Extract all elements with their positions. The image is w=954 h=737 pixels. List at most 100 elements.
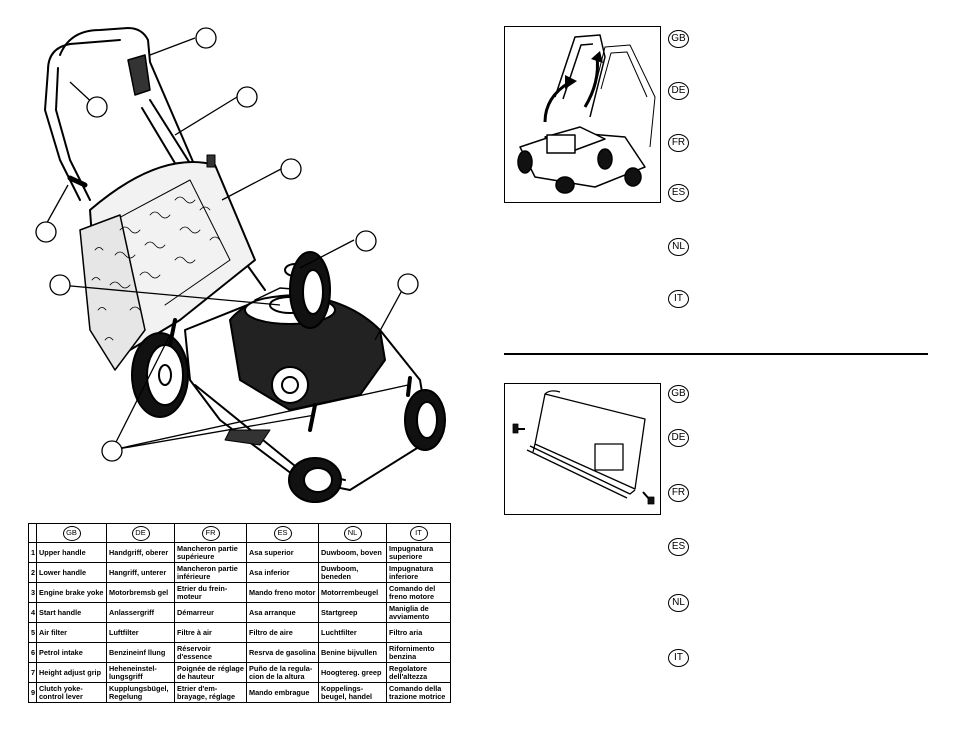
language-badge: FR (668, 484, 689, 502)
table-cell: Hangriff, unterer (106, 562, 175, 583)
table-cell: Motorbremsb gel (106, 582, 175, 603)
fold-handle-drawing (517, 34, 656, 194)
table-cell: Resrva de gasolina (246, 642, 319, 663)
rear-left-wheel (131, 332, 189, 418)
row-number: 9 (28, 682, 37, 703)
table-row: 6 Petrol intake Benzineinf llung Réservo… (28, 642, 451, 663)
table-cell: Impugnatura inferiore (386, 562, 451, 583)
table-cell: Filtro aria (386, 622, 451, 643)
callout-circle (49, 274, 71, 296)
table-cell: Benzineinf llung (106, 642, 175, 663)
table-cell: Lower handle (36, 562, 107, 583)
table-cell: Benine bijvullen (318, 642, 387, 663)
table-cell: Koppelings-beugel, handel (318, 682, 387, 703)
table-row: 2 Lower handle Hangriff, unterer Mancher… (28, 562, 451, 583)
rear-right-wheel (289, 251, 331, 329)
table-cell: Luchtfilter (318, 622, 387, 643)
table-cell: Engine brake yoke (36, 582, 107, 603)
table-cell: Start handle (36, 602, 107, 623)
language-badge: FR (668, 134, 689, 152)
table-cell: Handgriff, oberer (106, 542, 175, 563)
table-cell: Filtro de aire (246, 622, 319, 643)
table-cell: Impugnatura superiore (386, 542, 451, 563)
lawn-mower-illustration (35, 27, 446, 503)
language-badge: GB (668, 30, 689, 48)
table-cell: Asa arranque (246, 602, 319, 623)
callout-circle (355, 230, 377, 252)
callout-circle (101, 440, 123, 462)
table-cell: Comando del freno motore (386, 582, 451, 603)
table-cell: Mancheron partie inférieure (174, 562, 247, 583)
table-cell: Duwboom, beneden (318, 562, 387, 583)
table-cell: Regolatore dell'altezza (386, 662, 451, 683)
row-number: 6 (28, 642, 37, 663)
row-number: 2 (28, 562, 37, 583)
upper-handle (59, 27, 231, 211)
table-cell: Motorrembeugel (318, 582, 387, 603)
language-badge: NL (668, 238, 689, 256)
language-badge: NL (343, 525, 362, 541)
table-cell: Asa inferior (246, 562, 319, 583)
front-right-wheel (404, 389, 446, 451)
table-row: 4 Start handle Anlassergriff Démarreur A… (28, 602, 451, 623)
callout-circle (195, 27, 217, 49)
table-cell: Luftfilter (106, 622, 175, 643)
row-number: 7 (28, 662, 37, 683)
table-cell: Mando embrague (246, 682, 319, 703)
table-header-row: GB DE FR ES NL IT (28, 523, 451, 543)
table-cell: Clutch yoke-control lever (36, 682, 107, 703)
table-row: 7 Height adjust grip Heheneinstel-lungsg… (28, 662, 451, 683)
language-badge: DE (668, 429, 689, 447)
table-cell: Startgreep (318, 602, 387, 623)
table-cell: Mando freno motor (246, 582, 319, 603)
table-row: 1 Upper handle Handgriff, oberer Mancher… (28, 542, 451, 563)
table-cell: Upper handle (36, 542, 107, 563)
callout-circle (280, 158, 302, 180)
table-cell: Maniglia de avviamento (386, 602, 451, 623)
table-cell: Etrier du frein-moteur (174, 582, 247, 603)
table-cell: Puño de la regula-cion de la altura (246, 662, 319, 683)
bag-mount-figure (504, 383, 661, 515)
table-row: 9 Clutch yoke-control lever Kupplungsbüg… (28, 682, 451, 703)
row-number: 3 (28, 582, 37, 603)
table-cell: Poignée de réglage de hauteur (174, 662, 247, 683)
table-cell: Démarreur (174, 602, 247, 623)
parts-table: GB DE FR ES NL IT 1 Upper handle Handgri… (28, 523, 451, 703)
table-cell: Air filter (36, 622, 107, 643)
language-badge: IT (409, 525, 428, 541)
front-left-wheel (288, 457, 342, 503)
callout-circle (35, 221, 57, 243)
table-cell: Height adjust grip (36, 662, 107, 683)
language-badge: IT (668, 649, 689, 667)
table-cell: Kupplungsbügel, Regelung (106, 682, 175, 703)
table-cell: Rifornimento benzina (386, 642, 451, 663)
language-badge: ES (668, 184, 689, 202)
table-cell: Asa superior (246, 542, 319, 563)
section-divider (504, 353, 928, 355)
row-number: 1 (28, 542, 37, 563)
fold-arrow-icon (583, 56, 599, 108)
callout-circle (86, 96, 108, 118)
table-cell: Hoogtereg. greep (318, 662, 387, 683)
table-cell: Mancheron partie supérieure (174, 542, 247, 563)
bag-mount-drawing (512, 390, 655, 505)
table-row: 5 Air filter Luftfilter Filtre à air Fil… (28, 622, 451, 643)
language-badge: ES (273, 525, 292, 541)
table-cell: Filtre à air (174, 622, 247, 643)
language-badge: GB (668, 385, 689, 403)
row-number: 4 (28, 602, 37, 623)
language-badge: IT (668, 290, 689, 308)
language-badge: DE (131, 525, 150, 541)
table-cell: Réservoir d'essence (174, 642, 247, 663)
table-cell: Heheneinstel-lungsgriff (106, 662, 175, 683)
callout-circle (397, 273, 419, 295)
row-number: 5 (28, 622, 37, 643)
language-badge: GB (62, 525, 81, 541)
language-badge: FR (201, 525, 220, 541)
language-badge: DE (668, 82, 689, 100)
callout-circle (236, 86, 258, 108)
table-cell: Anlassergriff (106, 602, 175, 623)
fold-handle-figure (504, 26, 661, 203)
table-cell: Comando della trazione motrice (386, 682, 451, 703)
language-badge: NL (668, 594, 689, 612)
